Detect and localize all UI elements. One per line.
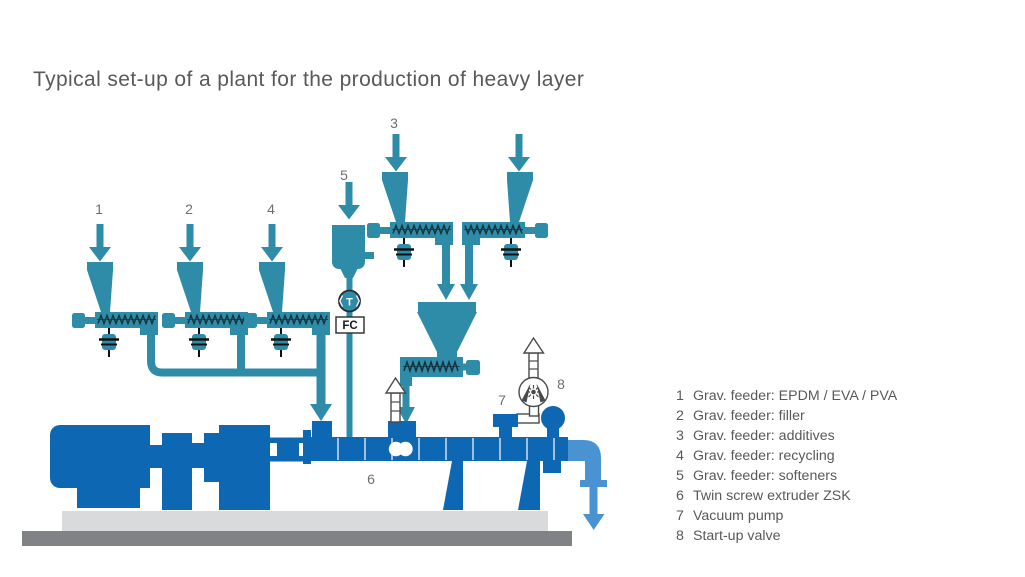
vent-port-block <box>388 421 416 438</box>
label-feeder-5: 5 <box>340 167 348 183</box>
up-vent-arrow-icon <box>384 376 407 394</box>
drive-motor <box>50 425 150 508</box>
side-feed-screw <box>400 357 480 386</box>
label-vacuum-7: 7 <box>498 392 506 408</box>
barrel-segment-lines <box>337 438 555 460</box>
grav-feeder-2 <box>160 260 250 359</box>
down-arrow-icon <box>261 224 283 262</box>
machine-platform <box>62 511 548 531</box>
sun-glyph <box>526 385 541 399</box>
valve-ball <box>541 406 565 430</box>
label-feeder-2: 2 <box>185 201 193 217</box>
grav-feeder-1 <box>70 260 160 359</box>
grav-feeder-3b <box>460 170 550 269</box>
feed-port <box>312 421 332 438</box>
discharge-pipe <box>568 440 607 530</box>
down-arrow-icon <box>89 224 111 262</box>
label-feeder-4: 4 <box>267 201 275 217</box>
twin-screw-icon <box>388 441 413 457</box>
label-feeder-3: 3 <box>390 115 398 131</box>
softener-tank-feeder: T FC <box>332 225 374 334</box>
svg-text:T: T <box>346 296 353 308</box>
svg-text:FC: FC <box>342 320 357 332</box>
floor-strip <box>22 531 572 546</box>
barrel-leg <box>443 461 463 510</box>
label-valve-8: 8 <box>557 376 565 392</box>
down-arrow-icon <box>179 224 201 262</box>
gearbox <box>150 425 311 510</box>
page-title: Typical set-up of a plant for the produc… <box>33 68 585 91</box>
grav-feeder-3a <box>365 170 455 269</box>
flow-controller-icon: FC <box>335 316 365 334</box>
down-arrow-icon <box>583 514 605 530</box>
vent-pipe <box>390 392 401 423</box>
diagram-labels: 1 2 4 3 5 6 7 8 <box>95 115 565 487</box>
label-extruder-6: 6 <box>367 471 375 487</box>
mixing-hopper <box>417 302 477 358</box>
vacuum-pump-port <box>493 402 540 438</box>
startup-valve <box>518 336 565 438</box>
vent-stack <box>384 376 407 423</box>
die-block <box>543 461 561 473</box>
temperature-indicator-icon: T <box>338 289 361 313</box>
barrel-leg <box>518 461 540 510</box>
down-arrow-icon <box>338 182 360 220</box>
up-vent-arrow-icon <box>522 336 545 354</box>
down-arrow-icon <box>385 134 407 172</box>
label-feeder-1: 1 <box>95 201 103 217</box>
extruder-barrel <box>311 421 568 510</box>
down-arrow-icon <box>508 134 530 172</box>
